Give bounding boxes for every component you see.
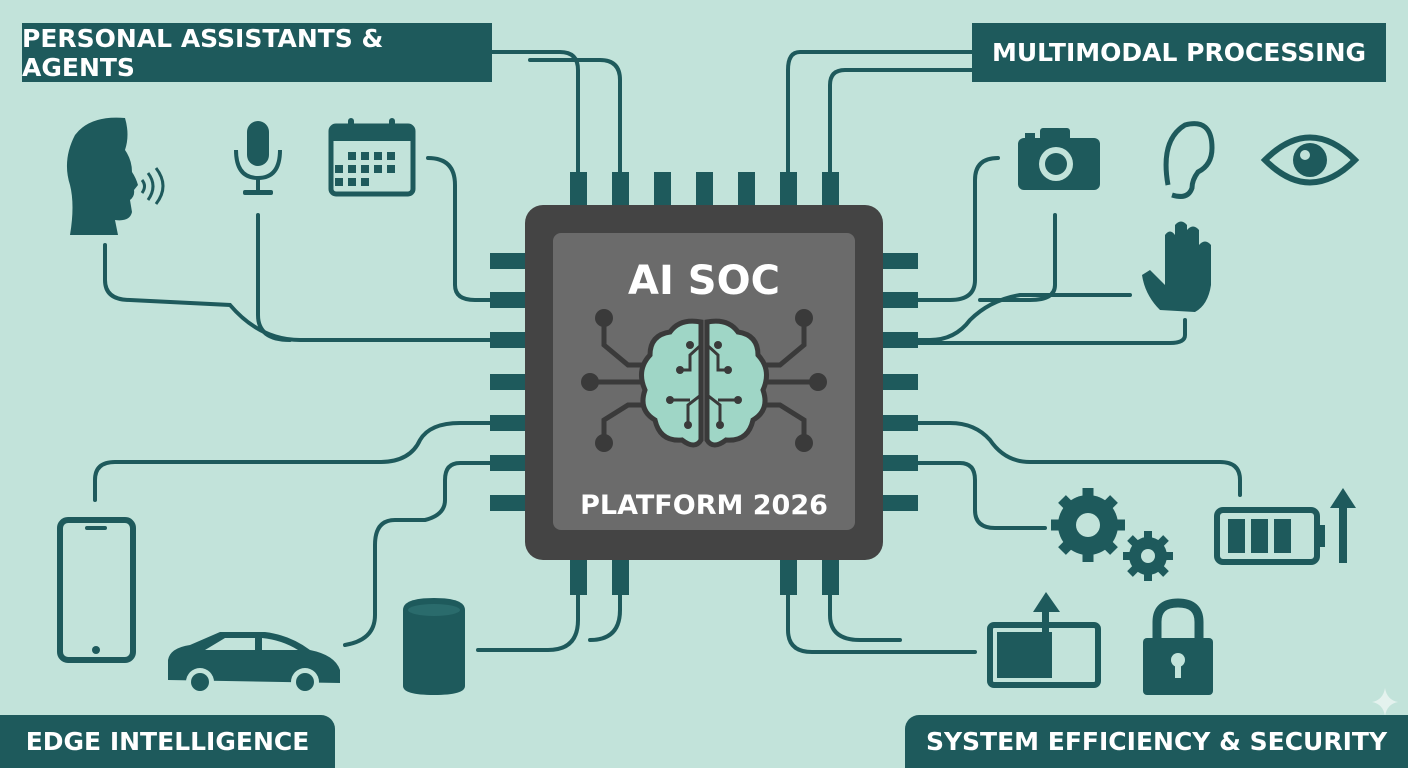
category-multimodal-processing: MULTIMODAL PROCESSING	[972, 23, 1386, 82]
car-icon	[168, 632, 340, 696]
brain-circuit-icon	[581, 309, 827, 452]
ear-icon	[1163, 121, 1215, 199]
speaking-person-icon	[66, 117, 138, 235]
gears-icon	[1051, 488, 1173, 581]
eye-icon	[1260, 134, 1360, 186]
lock-icon	[1143, 598, 1213, 695]
sound-waves	[140, 167, 165, 205]
battery-arrow-icon	[1214, 488, 1356, 565]
upload-box-icon	[987, 592, 1101, 688]
category-edge-intelligence: EDGE INTELLIGENCE	[0, 715, 335, 768]
smart-speaker-icon	[403, 598, 465, 695]
calendar-icon	[328, 118, 416, 197]
hand-icon	[1142, 221, 1211, 312]
camera-icon	[1018, 128, 1100, 190]
category-system-efficiency-security: SYSTEM EFFICIENCY & SECURITY	[905, 715, 1408, 768]
chip-title: AI SOC	[628, 258, 780, 304]
category-personal-assistants: PERSONAL ASSISTANTS & AGENTS	[22, 23, 492, 82]
smartphone-icon	[57, 517, 136, 663]
chip-pins	[490, 172, 918, 595]
connector-lines	[93, 50, 1242, 654]
soc-chip-inner	[553, 233, 855, 530]
chip-subtitle: PLATFORM 2026	[580, 490, 828, 521]
microphone-icon	[234, 121, 282, 195]
sparkle-icon	[1372, 688, 1398, 716]
